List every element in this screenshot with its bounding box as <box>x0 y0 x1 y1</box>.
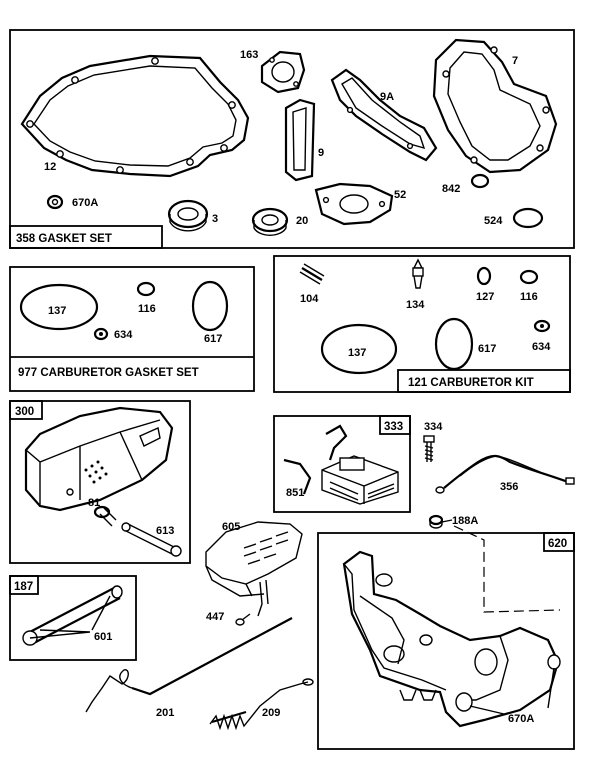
needle-134 <box>412 258 424 289</box>
carb-kit-box: 121 CARBURETOR KIT <box>273 255 571 393</box>
box-tag-620: 620 <box>548 538 567 550</box>
pin-104 <box>299 263 325 285</box>
box-tag-300: 300 <box>15 406 34 418</box>
part-label-209: 209 <box>262 707 280 719</box>
oring-617-b <box>434 317 474 371</box>
part-label-116-b: 116 <box>520 291 538 303</box>
oil-seal-3 <box>167 199 209 232</box>
ring-842 <box>470 173 490 189</box>
screw-447 <box>235 613 251 626</box>
part-label-634-b: 634 <box>532 341 551 353</box>
exhaust-gasket-52 <box>314 182 394 226</box>
part-label-842: 842 <box>442 183 460 195</box>
head-gasket-7 <box>432 38 558 174</box>
gasket-137-b <box>320 323 398 375</box>
carb-kit-title: 121 CARBURETOR KIT <box>408 377 534 389</box>
part-label-104: 104 <box>300 293 319 305</box>
part-label-851: 851 <box>286 487 304 499</box>
gasket-9 <box>284 98 316 182</box>
part-label-9: 9 <box>318 147 324 159</box>
gasket-116-b <box>519 269 539 285</box>
part-label-20: 20 <box>296 215 308 227</box>
box-tag-187: 187 <box>14 581 33 593</box>
handle-601 <box>22 585 123 646</box>
part-label-81: 81 <box>88 497 100 509</box>
crankcase-gasket-12 <box>20 54 250 178</box>
ground-wire-356 <box>435 454 575 494</box>
gasket-137-a <box>19 283 99 331</box>
part-label-137-b: 137 <box>348 347 366 359</box>
muffler-body <box>24 406 174 512</box>
control-bracket-620 <box>342 550 561 728</box>
washer-634-b <box>533 319 551 333</box>
nut-188a <box>428 514 444 529</box>
washer-670a-top <box>46 194 64 210</box>
part-label-670a-top: 670A <box>72 197 98 209</box>
oring-617-a <box>191 280 229 332</box>
part-label-3: 3 <box>212 213 218 225</box>
part-label-617-a: 617 <box>204 333 222 345</box>
part-label-524: 524 <box>484 215 503 227</box>
part-label-201: 201 <box>156 707 174 719</box>
part-label-127: 127 <box>476 291 494 303</box>
part-label-12: 12 <box>44 161 56 173</box>
leader-dashed <box>453 525 561 613</box>
gasket-set-title: 358 GASKET SET <box>16 233 112 245</box>
screw-334 <box>423 435 435 462</box>
part-label-7: 7 <box>512 55 518 67</box>
part-label-634-a: 634 <box>114 329 133 341</box>
part-label-116-a: 116 <box>138 303 156 315</box>
washer-634-a <box>93 327 109 341</box>
gasket-9a <box>330 68 438 162</box>
screw-81 <box>93 505 117 527</box>
gasket-116-a <box>136 281 156 297</box>
part-label-617-b: 617 <box>478 343 496 355</box>
spring-209 <box>209 678 314 731</box>
part-label-356: 356 <box>500 481 518 493</box>
air-guide-605 <box>205 521 303 617</box>
part-label-137-a: 137 <box>48 305 66 317</box>
handle-box: 187 <box>9 575 137 661</box>
box-tag-333: 333 <box>384 421 403 433</box>
governor-link-201 <box>85 617 293 713</box>
part-label-605: 605 <box>222 521 240 533</box>
part-label-163: 163 <box>240 49 258 61</box>
part-label-613: 613 <box>156 525 174 537</box>
armature-box: 333 <box>273 415 411 513</box>
part-label-188a: 188A <box>452 515 478 527</box>
part-label-52: 52 <box>394 189 406 201</box>
carb-gasket-set-title: 977 CARBURETOR GASKET SET <box>18 367 199 379</box>
part-label-134: 134 <box>406 299 425 311</box>
part-label-447: 447 <box>206 611 224 623</box>
part-label-601: 601 <box>94 631 112 643</box>
ring-524 <box>512 207 544 229</box>
part-label-670a-bottom: 670A <box>508 713 534 725</box>
muffler-box: 300 <box>9 400 191 564</box>
part-label-9a: 9A <box>380 91 394 103</box>
gasket-163 <box>260 50 306 94</box>
oil-seal-20 <box>251 207 289 236</box>
float-127 <box>476 266 492 286</box>
carb-gasket-set-box: 977 CARBURETOR GASKET SET <box>9 266 255 392</box>
deflector-613 <box>121 522 182 557</box>
part-label-334: 334 <box>424 421 443 433</box>
gasket-set-box: 358 GASKET SET <box>9 29 575 249</box>
armature-333 <box>283 424 399 505</box>
bracket-box: 620 <box>317 532 575 750</box>
